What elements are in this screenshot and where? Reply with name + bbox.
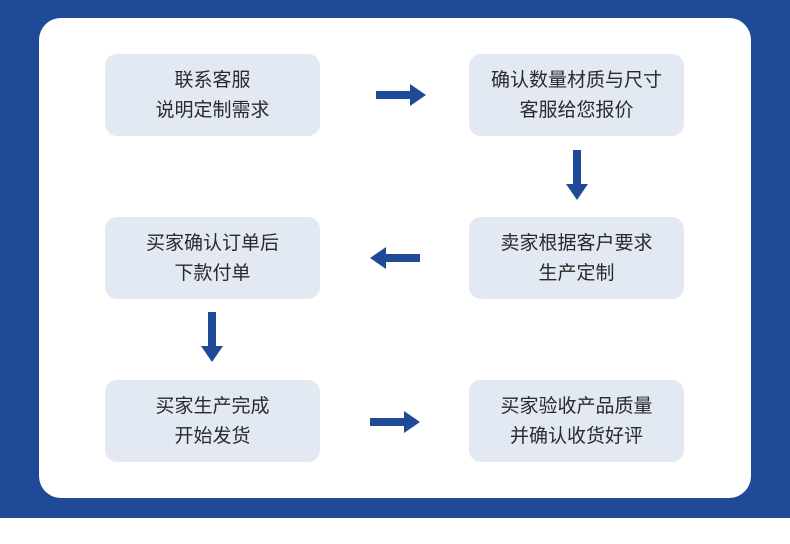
step-line: 说明定制需求	[155, 99, 270, 121]
arrow-left-icon	[370, 247, 420, 269]
step-inspect-review: 买家验收产品质量 并确认收货好评	[469, 380, 684, 462]
arrow-down-icon	[566, 150, 588, 200]
step-contact-service: 联系客服 说明定制需求	[105, 54, 320, 136]
step-seller-produce: 卖家根据客户要求 生产定制	[469, 217, 684, 299]
arrow-down-icon	[201, 312, 223, 362]
step-confirm-quote: 确认数量材质与尺寸 客服给您报价	[469, 54, 684, 136]
arrow-right-icon	[370, 411, 420, 433]
step-line: 确认数量材质与尺寸	[490, 69, 662, 91]
step-line: 开始发货	[174, 425, 251, 447]
step-line: 客服给您报价	[519, 99, 634, 121]
step-ship: 买家生产完成 开始发货	[105, 380, 320, 462]
arrow-right-icon	[376, 84, 426, 106]
step-line: 卖家根据客户要求	[500, 232, 653, 254]
step-line: 买家确认订单后	[145, 232, 279, 254]
step-line: 联系客服	[174, 69, 251, 91]
step-line: 并确认收货好评	[509, 425, 643, 447]
step-line: 生产定制	[538, 262, 615, 284]
step-line: 买家生产完成	[155, 395, 270, 417]
step-buyer-confirm-order: 买家确认订单后 下款付单	[105, 217, 320, 299]
step-line: 下款付单	[174, 262, 251, 284]
step-line: 买家验收产品质量	[500, 395, 653, 417]
